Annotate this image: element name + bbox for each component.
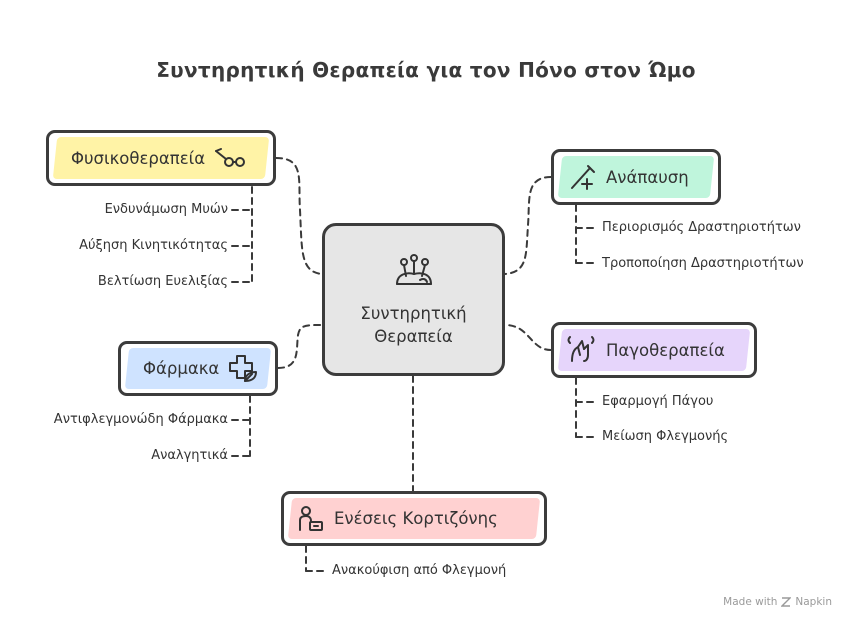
center-label-line1: Συντηρητική — [360, 303, 467, 323]
injection-label: Ενέσεις Κορτιζόνης — [334, 509, 498, 528]
patient-care-icon — [299, 505, 323, 531]
napkin-watermark[interactable]: Made with Napkin — [723, 596, 832, 608]
cold-therapy-node: Παγοθεραπεία — [551, 322, 757, 378]
napkin-logo-icon — [781, 597, 792, 607]
needle-plus-icon — [571, 165, 595, 190]
meds-item-2: Αναλγητικά — [151, 448, 228, 463]
physio-item-3: Βελτίωση Ευελιξίας — [97, 274, 228, 289]
rest-item-2: Τροποποίηση Δραστηριοτήτων — [602, 256, 804, 271]
injection-node: Ενέσεις Κορτιζόνης — [281, 491, 547, 546]
cold-item-2: Μείωση Φλεγμονής — [602, 429, 729, 444]
meds-item-1: Αντιφλεγμονώδη Φάρμακα — [53, 412, 228, 427]
diagram-title: Συντηρητική Θεραπεία για τον Πόνο στον Ώ… — [156, 58, 696, 82]
watermark-made-with: Made with — [723, 596, 778, 608]
rest-node: Ανάπαυση — [551, 149, 721, 205]
physiotherapy-label: Φυσικοθεραπεία — [71, 148, 206, 168]
center-label-line2: Θεραπεία — [374, 326, 453, 346]
injection-item-1: Ανακούφιση από Φλεγμονή — [332, 563, 507, 578]
resistance-band-icon — [215, 148, 246, 167]
rest-item-1: Περιορισμός Δραστηριοτήτων — [602, 220, 801, 235]
medications-node: Φάρμακα — [118, 341, 278, 396]
physiotherapy-node: Φυσικοθεραπεία — [46, 130, 276, 186]
physio-item-2: Αύξηση Κινητικότητας — [79, 238, 228, 253]
cold-item-1: Εφαρμογή Πάγου — [602, 394, 714, 409]
center-node: Συντηρητική Θεραπεία — [322, 223, 505, 376]
medical-cross-leaf-icon — [229, 354, 258, 382]
rest-label: Ανάπαυση — [606, 167, 689, 187]
cold-hand-icon — [567, 336, 595, 362]
watermark-brand: Napkin — [795, 596, 832, 608]
medications-label: Φάρμακα — [143, 359, 220, 378]
cold-therapy-label: Παγοθεραπεία — [606, 340, 725, 360]
pin-cushion-icon — [395, 253, 432, 285]
physio-item-1: Ενδυνάμωση Μυών — [104, 202, 228, 217]
